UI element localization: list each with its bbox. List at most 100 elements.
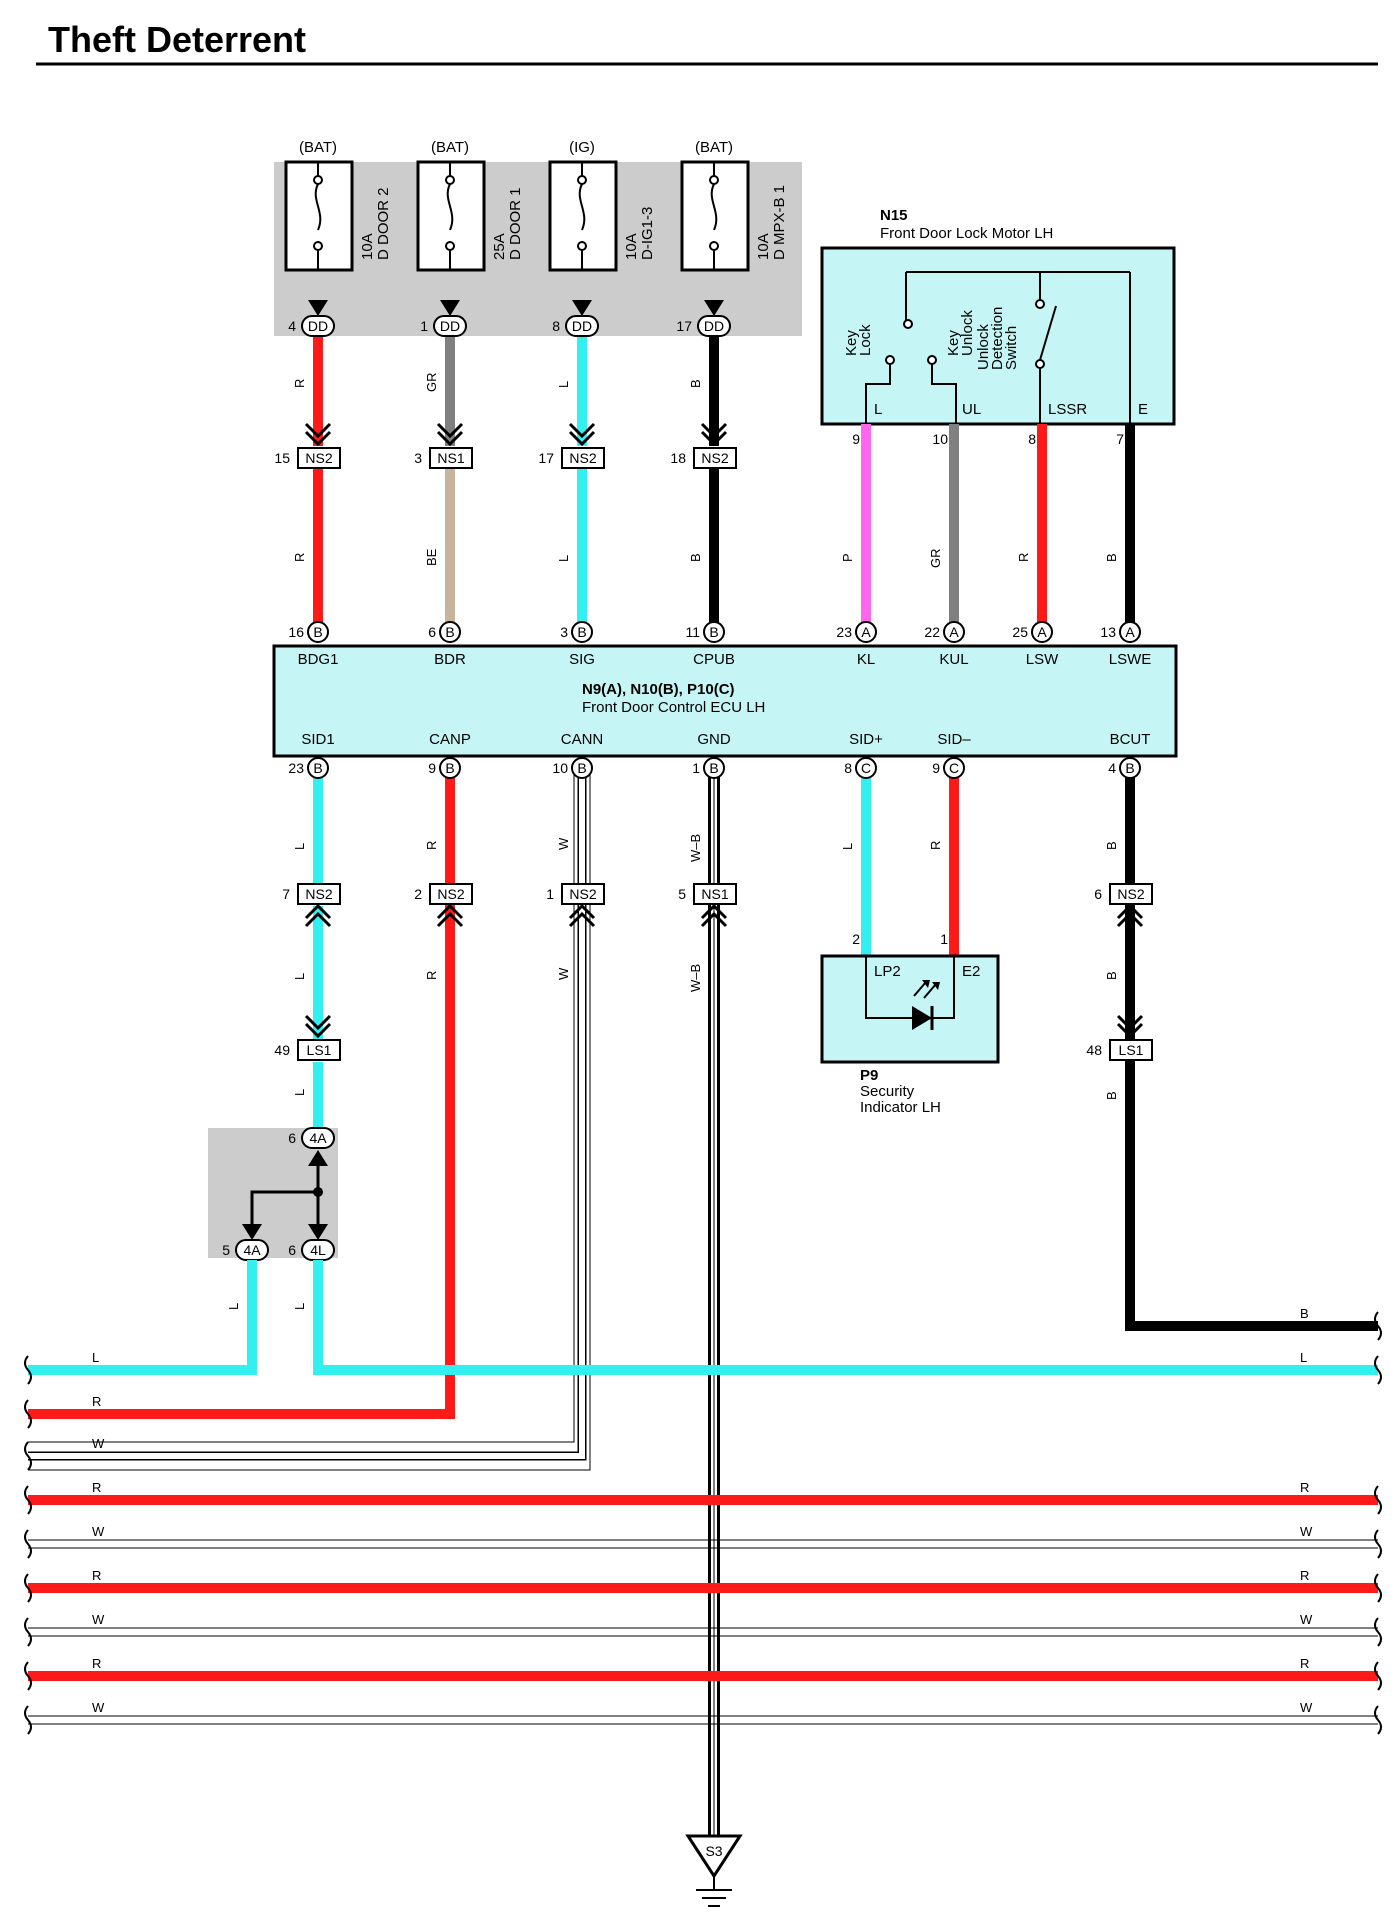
connector-ls1-49: LS1 49 xyxy=(274,1014,341,1061)
svg-text:10: 10 xyxy=(932,431,948,447)
svg-text:L: L xyxy=(292,1089,307,1096)
svg-text:Unlock: Unlock xyxy=(959,310,976,356)
fuse-source-label: (IG) xyxy=(569,139,595,156)
security-indicator-p9: LP2 E2 2 1 P9 Security Indicator LH xyxy=(820,931,1000,1116)
wire-color-label: B xyxy=(688,379,703,388)
bus-label-left: R xyxy=(92,1656,101,1671)
svg-text:DD: DD xyxy=(440,318,460,334)
svg-text:D MPX-B 1: D MPX-B 1 xyxy=(771,185,788,260)
ecu-pin-connector: B xyxy=(445,760,454,776)
svg-text:R: R xyxy=(928,841,943,850)
wire-cann xyxy=(28,772,585,1459)
svg-text:NS2: NS2 xyxy=(569,450,596,466)
ecu-pin-label: SIG xyxy=(569,651,595,668)
ecu-pin-connector: C xyxy=(949,760,959,776)
ecu-pin-label: BDG1 xyxy=(298,651,339,668)
svg-text:10A: 10A xyxy=(755,233,772,260)
svg-text:NS2: NS2 xyxy=(569,886,596,902)
n15-id: N15 xyxy=(880,207,908,224)
svg-text:E: E xyxy=(1138,401,1148,418)
ecu-pin-connector: B xyxy=(577,760,586,776)
svg-text:L: L xyxy=(840,843,855,850)
bus-label-left: R xyxy=(92,1568,101,1583)
svg-text:6: 6 xyxy=(1094,886,1102,902)
svg-text:NS1: NS1 xyxy=(437,450,464,466)
wire-bcut xyxy=(1125,772,1378,1331)
svg-text:LS1: LS1 xyxy=(1119,1042,1144,1058)
ecu-pin-connector: B xyxy=(445,624,454,640)
n15-name: Front Door Lock Motor LH xyxy=(880,225,1053,242)
ecu-pin-number: 10 xyxy=(552,760,568,776)
bus-label-left: L xyxy=(92,1350,99,1365)
ecu-pin-label: LSWE xyxy=(1109,651,1152,668)
svg-text:3: 3 xyxy=(414,450,422,466)
svg-text:R: R xyxy=(424,971,439,980)
fuse-d-mpx-b1: (BAT) 10A D MPX-B 1 xyxy=(680,139,788,272)
ecu-pin-connector: B xyxy=(313,760,322,776)
svg-text:18: 18 xyxy=(670,450,686,466)
fuse-source-label: (BAT) xyxy=(299,139,337,156)
ecu-bottom-pins: SID1B23CANPB9CANNB10GNDB1SID+C8SID–C9BCU… xyxy=(288,731,1151,779)
ecu-pin-number: 1 xyxy=(692,760,700,776)
svg-text:W–B: W–B xyxy=(688,834,703,862)
svg-text:B: B xyxy=(1104,1091,1119,1100)
svg-text:6: 6 xyxy=(288,1242,296,1258)
wire-color-label: B xyxy=(1104,553,1119,562)
bus-label-right: R xyxy=(1300,1480,1309,1495)
svg-text:8: 8 xyxy=(552,318,560,334)
ecu-pin-sid: SID+C8 xyxy=(844,731,883,779)
door-lock-motor-n15: N15 Front Door Lock Motor LH Key Lock Ke… xyxy=(820,207,1176,426)
svg-text:R: R xyxy=(424,841,439,850)
svg-text:Security: Security xyxy=(860,1083,915,1100)
ecu-pin-label: BCUT xyxy=(1110,731,1151,748)
svg-text:DD: DD xyxy=(308,318,328,334)
svg-text:S3: S3 xyxy=(705,1843,722,1859)
ecu-pin-number: 23 xyxy=(288,760,304,776)
bus-label-right: R xyxy=(1300,1568,1309,1583)
splice-ns2-1: NS2 1 xyxy=(546,883,605,928)
wire-color-label: GR xyxy=(928,549,943,569)
svg-text:Indicator LH: Indicator LH xyxy=(860,1099,941,1116)
ecu-pin-label: SID+ xyxy=(849,731,883,748)
svg-text:Detection: Detection xyxy=(989,307,1006,370)
svg-text:DD: DD xyxy=(704,318,724,334)
ecu-pin-number: 23 xyxy=(836,624,852,640)
bus-line-3: W xyxy=(24,1436,105,1471)
ecu-pin-number: 13 xyxy=(1100,624,1116,640)
wire-4a-l xyxy=(28,1260,257,1375)
bus-label-right: W xyxy=(1300,1524,1313,1539)
ecu-pin-connector: B xyxy=(709,624,718,640)
svg-text:L: L xyxy=(874,401,882,418)
svg-text:B: B xyxy=(1104,971,1119,980)
ecu-pin-number: 3 xyxy=(560,624,568,640)
svg-text:D-IG1-3: D-IG1-3 xyxy=(639,207,656,260)
ecu-pin-label: SID1 xyxy=(301,731,334,748)
ecu-pin-label: KUL xyxy=(939,651,968,668)
ecu-pin-number: 4 xyxy=(1108,760,1116,776)
svg-text:L: L xyxy=(292,843,307,850)
svg-text:17: 17 xyxy=(538,450,554,466)
svg-text:5: 5 xyxy=(678,886,686,902)
svg-text:Lock: Lock xyxy=(857,324,874,356)
svg-text:LSSR: LSSR xyxy=(1048,401,1087,418)
page-title: Theft Deterrent xyxy=(48,19,306,60)
wire-color-label: BE xyxy=(424,548,439,566)
ecu-pin-number: 6 xyxy=(428,624,436,640)
ecu-pin-number: 9 xyxy=(428,760,436,776)
connector-dd-17: DD 17 xyxy=(676,300,731,337)
svg-text:NS2: NS2 xyxy=(1117,886,1144,902)
